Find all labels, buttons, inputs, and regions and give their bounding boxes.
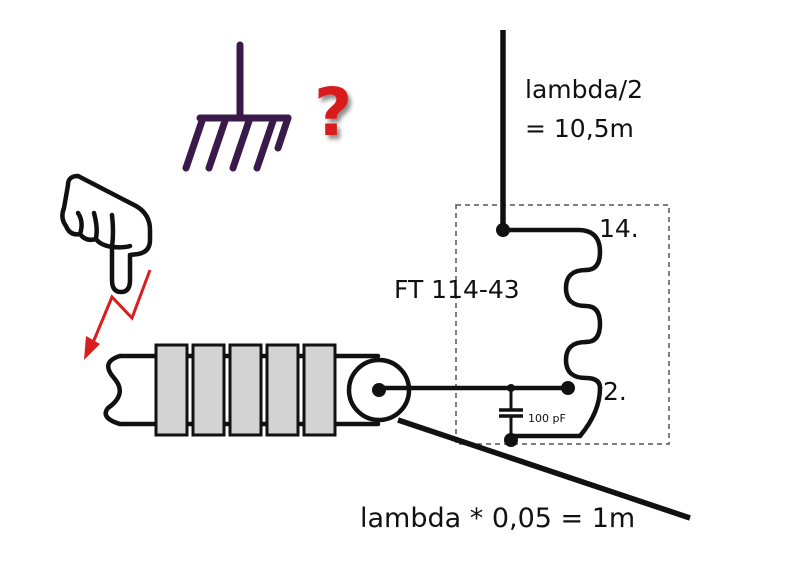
transformer-box <box>455 204 670 445</box>
ferrite-bead <box>228 343 263 437</box>
ferrite-bead <box>265 343 300 437</box>
antenna-length-label-line1: lambda/2 <box>525 75 643 104</box>
transformer-label: FT 114-43 <box>394 275 520 304</box>
tap-top-label: 14. <box>599 214 639 243</box>
ferrite-bead <box>154 343 189 437</box>
antenna-length-label-line2: = 10,5m <box>525 114 634 143</box>
junction-dot-tap <box>561 381 575 395</box>
capacitor <box>499 388 523 436</box>
counterpoise-wire <box>397 417 691 521</box>
ferrite-bead <box>302 343 337 437</box>
tap-bottom-label: 2. <box>603 377 627 406</box>
ground-icon <box>182 41 292 172</box>
junction-dot-cap-top <box>507 384 515 392</box>
junction-dot-bottom <box>504 433 518 447</box>
transformer-coil <box>500 227 603 439</box>
lightning-icon <box>84 269 152 360</box>
pointing-hand-icon <box>60 173 153 295</box>
question-mark: ? <box>314 74 352 151</box>
counterpoise-length-label: lambda * 0,05 = 1m <box>360 503 635 534</box>
ferrite-bead <box>191 343 226 437</box>
ferrite-beads <box>154 343 337 437</box>
capacitor-label: 100 pF <box>528 412 566 425</box>
